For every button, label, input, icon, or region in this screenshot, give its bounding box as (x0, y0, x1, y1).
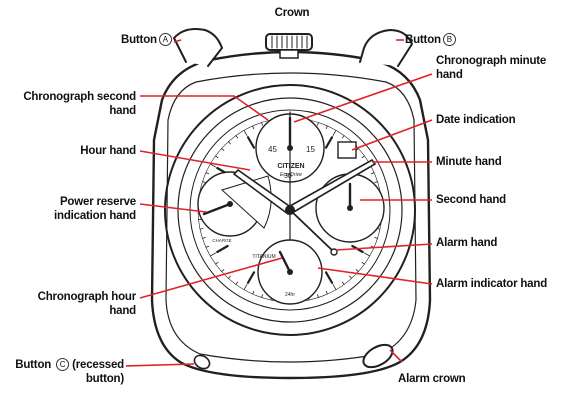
label-alarm-hand: Alarm hand (436, 236, 497, 250)
label-chrono-second-line1: Chronograph second (6, 90, 136, 104)
minute-tick (206, 246, 209, 247)
hour-index (326, 272, 332, 282)
minute-tick (200, 229, 203, 230)
minute-tick (326, 291, 327, 294)
minute-tick (342, 136, 344, 138)
label-power-reserve-line2: indication hand (16, 209, 136, 223)
hour-index (248, 272, 254, 282)
dial-brand: CITIZEN (277, 163, 304, 170)
minute-tick (206, 173, 209, 174)
minute-tick (364, 253, 369, 256)
minute-tick (362, 156, 364, 158)
minute-tick (318, 295, 319, 298)
subdial-numeral-15: 15 (306, 145, 315, 154)
minute-tick (333, 130, 336, 135)
minute-tick (244, 284, 247, 289)
minute-tick (375, 182, 378, 183)
minute-tick (203, 182, 206, 183)
minute-tick (216, 156, 218, 158)
label-chrono-minute-line1: Chronograph minute (436, 54, 546, 68)
label-button-a-text: Button (121, 34, 157, 46)
minute-tick (228, 276, 230, 278)
minute-tick (375, 238, 378, 239)
minute-tick (253, 291, 254, 294)
minute-tick (262, 123, 263, 126)
minute-tick (253, 126, 254, 129)
label-hour-hand: Hour hand (36, 144, 136, 158)
minute-tick (228, 142, 230, 144)
minute-tick (326, 126, 327, 129)
minute-tick (222, 270, 224, 272)
hour-index (248, 137, 254, 147)
center-pin (285, 205, 295, 215)
label-chrono-hour-line1: Chronograph hour (16, 290, 136, 304)
minute-tick (318, 123, 319, 126)
label-button-c: Button C (recessed button) (6, 358, 124, 386)
label-chrono-second-line2: hand (6, 104, 136, 118)
dial-material: TITANIUM (252, 254, 275, 260)
crown-stem (280, 50, 298, 58)
minute-tick (236, 136, 238, 138)
button-b-symbol: B (443, 33, 456, 46)
label-minute-hand: Minute hand (436, 155, 502, 169)
minute-tick (262, 295, 263, 298)
minute-tick (203, 238, 206, 239)
label-button-b-text: Button (405, 34, 441, 46)
minute-tick (210, 253, 215, 256)
label-chrono-hour: Chronograph hour hand (16, 290, 136, 318)
hour-index (326, 137, 332, 147)
label-button-c-text: Button (15, 359, 51, 371)
label-second-hand: Second hand (436, 193, 506, 207)
subdial-numeral-45: 45 (268, 145, 277, 154)
minute-tick (333, 284, 336, 289)
label-button-c-line2: button) (6, 372, 124, 386)
minute-tick (350, 276, 352, 278)
hour-index (217, 246, 227, 252)
button-c-symbol: C (56, 358, 69, 371)
minute-tick (236, 282, 238, 284)
crown-shape (266, 34, 312, 50)
label-alarm-crown: Alarm crown (398, 372, 465, 386)
label-chrono-minute: Chronograph minute hand (436, 54, 546, 82)
button-a (174, 29, 222, 66)
label-alarm-indicator-hand: Alarm indicator hand (436, 277, 547, 291)
dial-charge: CHARGE (212, 238, 231, 243)
label-chrono-minute-line2: hand (436, 68, 546, 82)
label-button-c-paren: (recessed (72, 359, 124, 371)
label-power-reserve-line1: Power reserve (16, 195, 136, 209)
label-power-reserve: Power reserve indication hand (16, 195, 136, 223)
label-chrono-hour-line2: hand (16, 304, 136, 318)
minute-tick (371, 173, 374, 174)
minute-tick (222, 148, 224, 150)
watch-case (152, 52, 430, 378)
minute-tick (362, 262, 364, 264)
label-crown: Crown (271, 6, 313, 20)
minute-tick (356, 270, 358, 272)
label-date-indication: Date indication (436, 113, 515, 127)
subdial-numeral-30: 30 (284, 173, 292, 180)
button-a-symbol: A (159, 33, 172, 46)
minute-tick (244, 130, 247, 135)
subdial-24hr: 24hr (285, 292, 295, 298)
minute-tick (342, 282, 344, 284)
label-chrono-second: Chronograph second hand (6, 90, 136, 118)
label-button-c-line1: Button C (recessed (6, 358, 124, 372)
minute-tick (216, 262, 218, 264)
